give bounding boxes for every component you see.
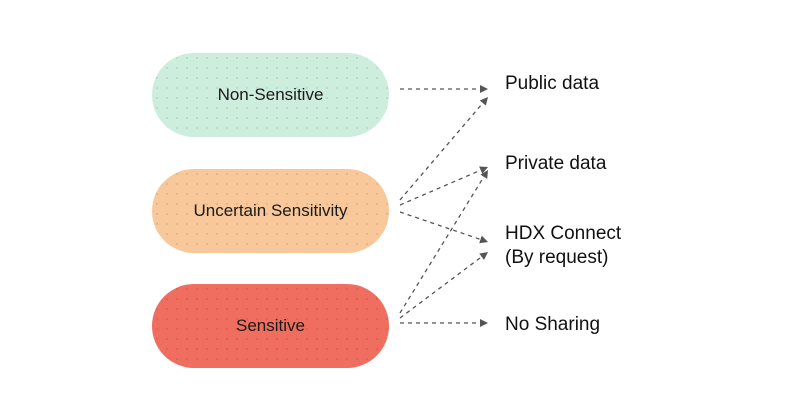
arrow-sensitive-private [399,169,489,314]
hdx-connect-label: HDX Connect (By request) [505,222,621,270]
public-data-label: Public data [505,73,600,94]
no-sharing-label: No Sharing [505,314,601,335]
hdx-connect-line1: HDX Connect [505,223,622,244]
uncertain-sensitivity-label: Uncertain Sensitivity [193,201,348,220]
private-data-label: Private data [505,153,607,174]
hdx-connect-line2: (By request) [505,247,609,268]
sensitive-node: Sensitive [152,284,389,368]
sensitive-label: Sensitive [236,316,305,335]
non-sensitive-node: Non-Sensitive [152,53,389,137]
uncertain-sensitivity-node: Uncertain Sensitivity [152,169,389,253]
arrow-sensitive-hdx [399,251,489,319]
arrow-uncertain-hdx [399,211,489,244]
arrow-uncertain-private [399,166,489,206]
arrow-uncertain-public [399,96,489,201]
non-sensitive-label: Non-Sensitive [217,85,324,104]
